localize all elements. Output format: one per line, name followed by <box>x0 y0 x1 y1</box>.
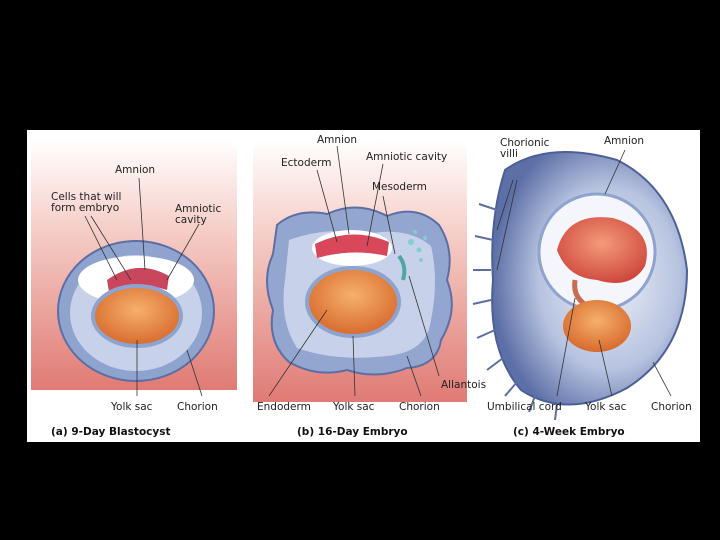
panel-a-yolk-sac <box>93 286 181 346</box>
label-b-yolk-sac: Yolk sac <box>333 402 374 413</box>
label-a-cells-embryo: Cells that will form embryo <box>51 192 129 214</box>
label-b-mesoderm: Mesoderm <box>372 182 427 193</box>
caption-b: (b) 16-Day Embryo <box>297 426 408 438</box>
panel-a-illustration <box>31 140 237 390</box>
label-b-chorion: Chorion <box>399 402 440 413</box>
caption-a: (a) 9-Day Blastocyst <box>51 426 171 438</box>
label-b-ectoderm: Ectoderm <box>281 158 331 169</box>
panel-b-yolk-sac <box>307 268 399 336</box>
label-c-amnion: Amnion <box>604 136 644 147</box>
caption-c: (c) 4-Week Embryo <box>513 426 625 438</box>
label-a-amnion: Amnion <box>115 165 155 176</box>
label-b-endoderm: Endoderm <box>257 402 311 413</box>
label-b-allantois: Allantois <box>441 380 486 391</box>
label-a-chorion: Chorion <box>177 402 218 413</box>
figure-illustration <box>27 130 700 442</box>
label-c-chorionic-villi: Chorionic villi <box>500 138 560 160</box>
label-c-yolk-sac: Yolk sac <box>585 402 626 413</box>
label-a-yolk-sac: Yolk sac <box>111 402 152 413</box>
embryo-development-figure: Amnion Cells that will form embryo Amnio… <box>27 130 700 442</box>
label-c-umbilical-cord: Umbilical cord <box>487 402 562 413</box>
label-a-amniotic-cavity: Amniotic cavity <box>175 204 235 226</box>
label-c-chorion: Chorion <box>651 402 692 413</box>
panel-c-illustration <box>473 152 687 420</box>
label-b-amniotic-cavity: Amniotic cavity <box>366 152 447 163</box>
label-b-amnion: Amnion <box>317 135 357 146</box>
